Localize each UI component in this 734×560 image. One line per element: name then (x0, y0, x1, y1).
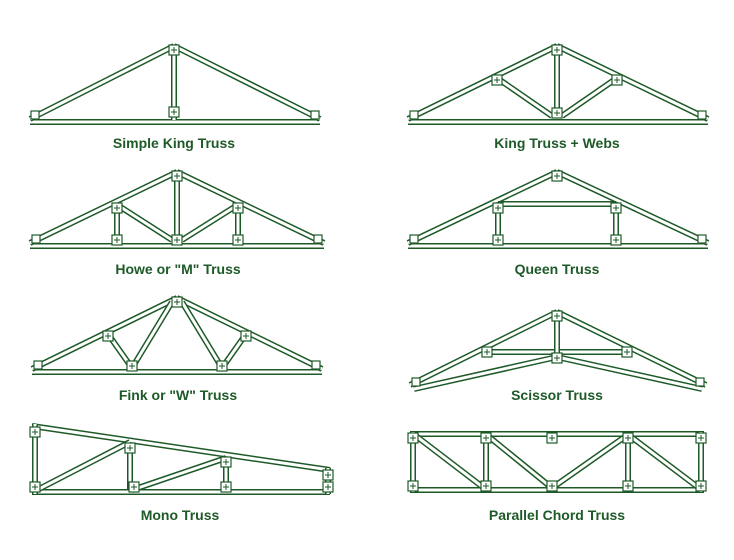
scissor-truss-drawing (408, 309, 708, 392)
howe-m-truss-label: Howe or "M" Truss (115, 261, 241, 277)
mono-truss-drawing (29, 423, 334, 495)
right-heel-plate (697, 234, 707, 244)
mono-truss-label: Mono Truss (141, 507, 220, 523)
king-truss-webs-label: King Truss + Webs (494, 135, 620, 151)
fink-w-truss-label: Fink or "W" Truss (119, 387, 238, 403)
scissor-truss-label: Scissor Truss (511, 387, 603, 403)
left-heel-plate (30, 110, 40, 120)
left-heel-plate (31, 234, 41, 244)
right-heel-plate (311, 360, 321, 370)
queen-truss-drawing (406, 169, 710, 249)
king-truss-webs-drawing (406, 43, 710, 125)
right-heel-plate (310, 110, 320, 120)
howe-m-truss-drawing (28, 169, 326, 249)
left-heel-plate (411, 377, 421, 387)
parallel-chord-truss-drawing (407, 431, 707, 493)
fink-w-truss-drawing (30, 295, 324, 375)
right-heel-plate (695, 377, 705, 387)
simple-king-truss-drawing (28, 43, 322, 125)
right-heel-plate (697, 110, 707, 120)
left-heel-plate (33, 360, 43, 370)
queen-truss-label: Queen Truss (515, 261, 600, 277)
left-heel-plate (409, 234, 419, 244)
left-heel-plate (409, 110, 419, 120)
parallel-chord-truss-label: Parallel Chord Truss (489, 507, 625, 523)
simple-king-truss-label: Simple King Truss (113, 135, 235, 151)
right-heel-plate (313, 234, 323, 244)
